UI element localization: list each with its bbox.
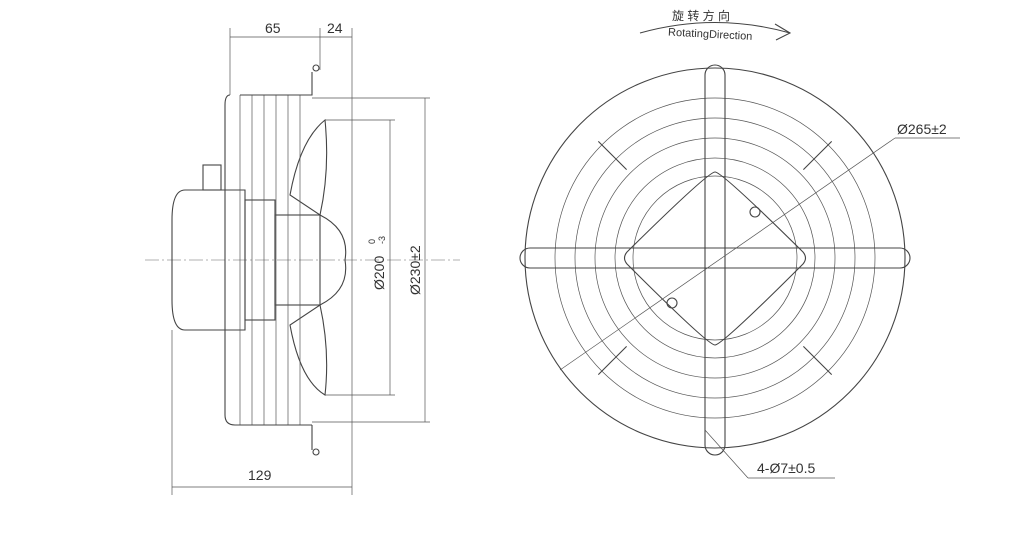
front-view: Ø265±2 4-Ø7±0.5 旋 转 方 向 RotatingDirectio…	[519, 8, 960, 479]
dim-diameter-230: Ø230±2	[407, 245, 423, 295]
guard-strut	[802, 140, 833, 171]
motor-mount-plate	[623, 171, 807, 346]
guard-ring	[594, 137, 836, 379]
dim-diameter-200: Ø200	[371, 256, 387, 290]
vertical-bar	[704, 64, 726, 456]
guard-ring	[524, 67, 906, 449]
blade-bottom	[289, 304, 328, 396]
screw	[749, 206, 761, 218]
rotation-label-en: RotatingDirection	[668, 27, 753, 43]
side-view: 65 24 129 Ø200 0 -3 Ø230±2	[145, 20, 460, 495]
dim-mounting-holes: 4-Ø7±0.5	[757, 460, 815, 476]
motor-housing	[171, 189, 246, 331]
dim-tol-upper: 0	[367, 239, 377, 244]
blade-top	[289, 118, 328, 216]
guard-strut	[802, 345, 833, 376]
guard-strut	[597, 140, 628, 171]
guard-ring	[574, 117, 856, 399]
dim-tol-lower: -3	[377, 236, 387, 244]
dim-129: 129	[248, 467, 272, 483]
rotation-label-cn: 旋 转 方 向	[672, 8, 730, 23]
guard-ring	[614, 157, 816, 359]
guard-strut	[597, 345, 628, 376]
dim-65: 65	[265, 20, 281, 36]
dim-guard-diameter: Ø265±2	[897, 121, 947, 137]
cable-gland	[202, 164, 222, 191]
guard-ring	[632, 175, 798, 341]
screw	[666, 297, 678, 309]
dim-24: 24	[327, 20, 343, 36]
horizontal-bar	[519, 247, 911, 269]
guard-ring	[554, 97, 876, 419]
rotation-arrow	[639, 22, 791, 34]
